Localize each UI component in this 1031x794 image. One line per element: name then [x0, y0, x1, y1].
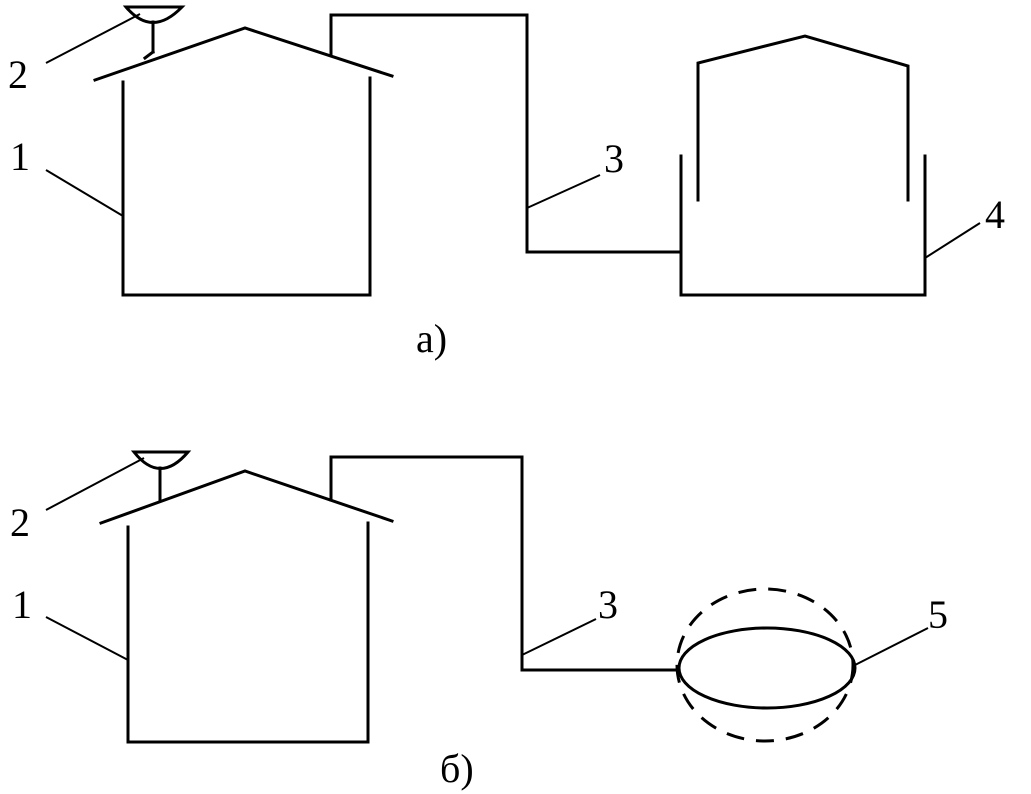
cap-a-foot — [142, 49, 156, 61]
figure-a: 2 1 3 4 а) — [8, 5, 1005, 361]
cap-a-bowl — [122, 5, 186, 24]
building-a-roof — [93, 26, 394, 82]
label-a-4: 4 — [985, 192, 1005, 237]
building-b — [99, 469, 394, 744]
building-a-walls — [121, 76, 372, 297]
balloon-b-expanded-outline — [675, 587, 855, 743]
leader-b-3 — [521, 618, 597, 656]
tank-a — [679, 34, 927, 297]
cap-a — [122, 5, 186, 61]
label-b-3: 3 — [598, 582, 618, 627]
label-b-2: 2 — [10, 500, 30, 545]
pipe-b — [329, 455, 680, 672]
label-b-1: 1 — [12, 582, 32, 627]
building-b-roof — [99, 469, 394, 525]
label-a-2: 2 — [8, 52, 28, 97]
leader-a-4 — [924, 222, 981, 259]
cap-b-bowl — [130, 450, 192, 470]
leader-a-1 — [45, 169, 124, 217]
label-a-1: 1 — [10, 134, 30, 179]
tank-a-bell — [696, 34, 910, 202]
caption-b: б) — [440, 746, 474, 791]
balloon-b — [675, 587, 857, 743]
pipe-a — [329, 13, 682, 254]
leader-b-2 — [45, 457, 145, 511]
building-a — [93, 26, 394, 297]
leader-a-2 — [45, 13, 141, 64]
leader-b-1 — [45, 616, 129, 661]
leader-b-5 — [854, 627, 929, 666]
tank-a-basin — [679, 154, 927, 297]
balloon-b-body — [677, 626, 857, 710]
label-b-5: 5 — [928, 592, 948, 637]
cap-b — [130, 450, 192, 502]
caption-a: а) — [416, 316, 447, 361]
label-a-3: 3 — [604, 136, 624, 181]
building-b-walls — [126, 521, 370, 744]
figure-b: 2 1 3 5 б) — [10, 450, 948, 791]
leader-a-3 — [526, 174, 601, 209]
